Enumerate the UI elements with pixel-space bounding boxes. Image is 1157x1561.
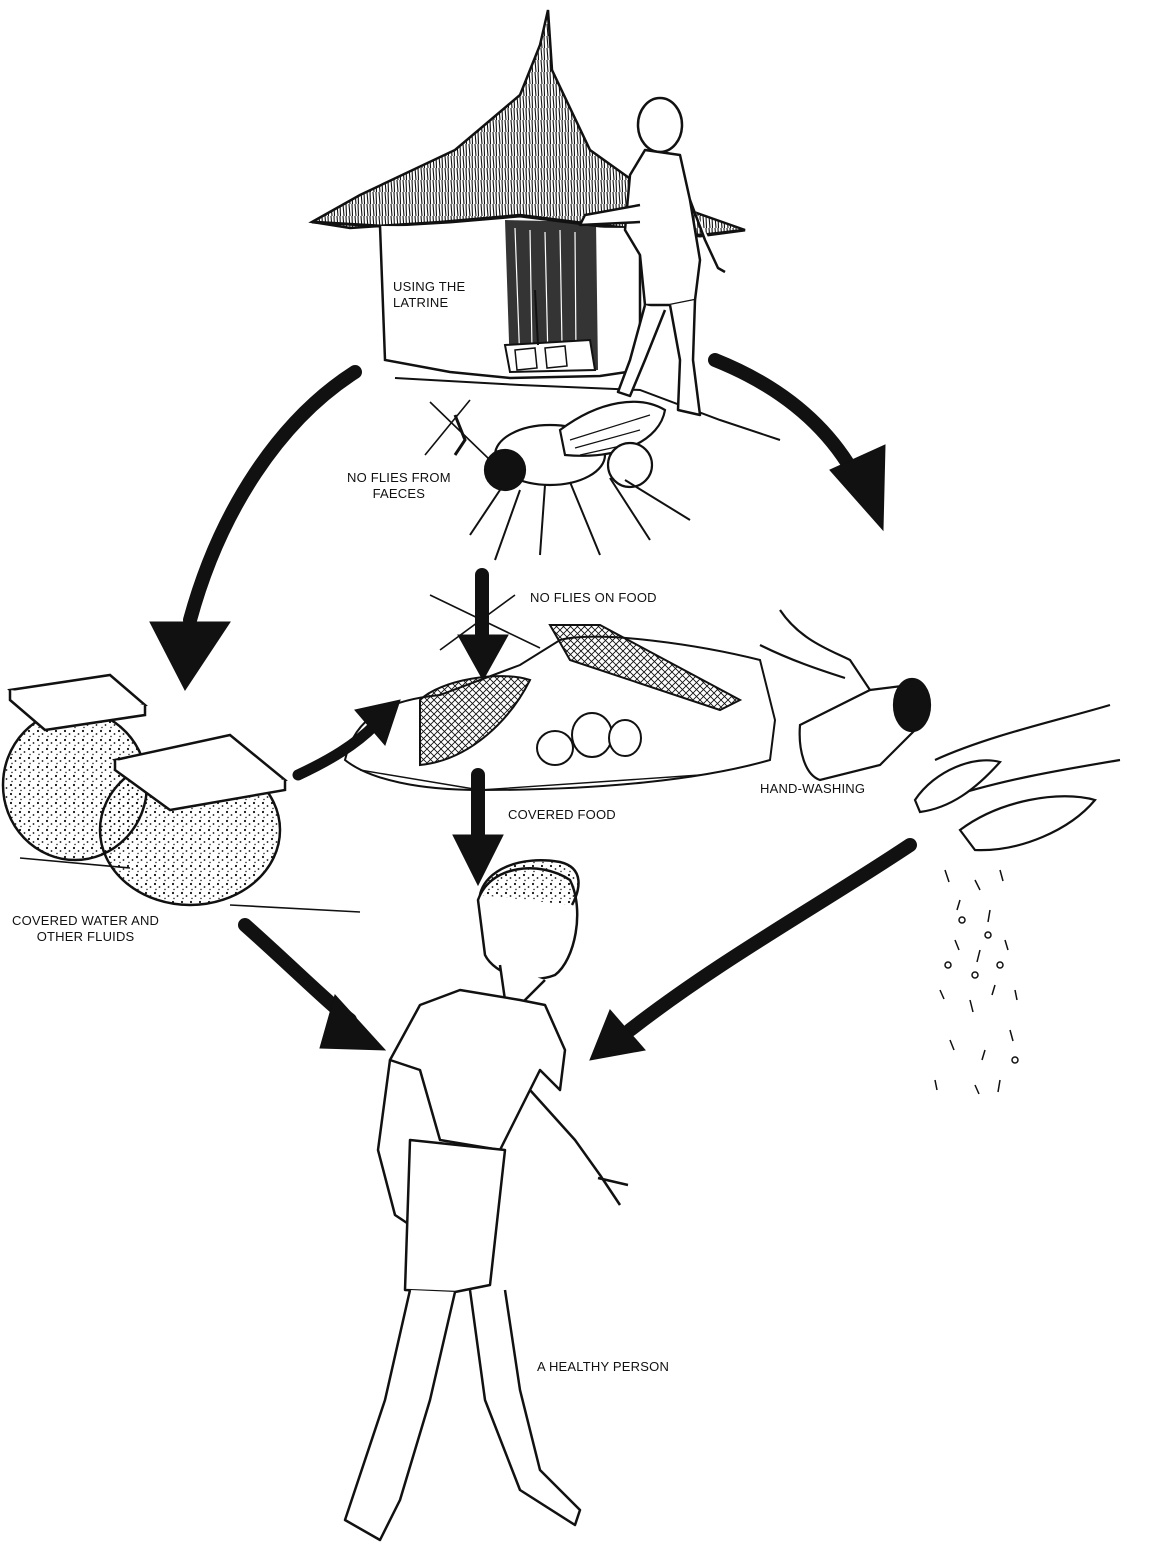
label-no-flies-food: NO FLIES ON FOOD <box>530 590 657 606</box>
label-covered-food: COVERED FOOD <box>508 807 616 823</box>
fly-icon <box>425 400 690 560</box>
covered-water-pots-icon <box>3 675 360 912</box>
latrine-hut-icon <box>312 10 780 440</box>
arrow-handwash-to-person <box>630 845 910 1030</box>
covered-food-basket-icon <box>345 595 775 790</box>
label-healthy-person: A HEALTHY PERSON <box>537 1359 669 1375</box>
label-no-flies-faeces-line1: NO FLIES FROM <box>347 470 451 486</box>
label-covered-water: COVERED WATER AND OTHER FLUIDS <box>12 913 159 945</box>
label-covered-water-line1: COVERED WATER AND <box>12 913 159 929</box>
label-covered-water-line2: OTHER FLUIDS <box>12 929 159 945</box>
label-using-latrine-line2: LATRINE <box>393 295 465 311</box>
label-hand-washing: HAND-WASHING <box>760 781 865 797</box>
label-no-flies-faeces: NO FLIES FROM FAECES <box>347 470 451 502</box>
arrowhead-water <box>150 622 230 690</box>
label-using-latrine: USING THE LATRINE <box>393 279 465 311</box>
hand-washing-jug-icon <box>760 610 1120 1094</box>
label-no-flies-faeces-line2: FAECES <box>347 486 451 502</box>
arrow-latrine-to-water <box>190 372 355 620</box>
healthy-person-icon <box>345 860 628 1540</box>
label-using-latrine-line1: USING THE <box>393 279 465 295</box>
